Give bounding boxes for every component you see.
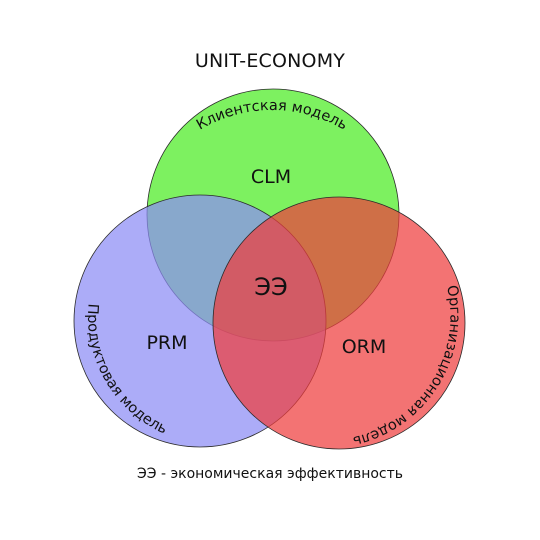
- label-center: ЭЭ: [254, 273, 288, 301]
- label-clm: CLM: [251, 166, 291, 188]
- diagram-title: UNIT-ECONOMY: [194, 50, 346, 72]
- label-orm: ORM: [342, 336, 387, 358]
- circle-orm: [212, 196, 466, 450]
- footnote: ЭЭ - экономическая эффективность: [136, 466, 404, 482]
- label-prm: PRM: [146, 332, 187, 354]
